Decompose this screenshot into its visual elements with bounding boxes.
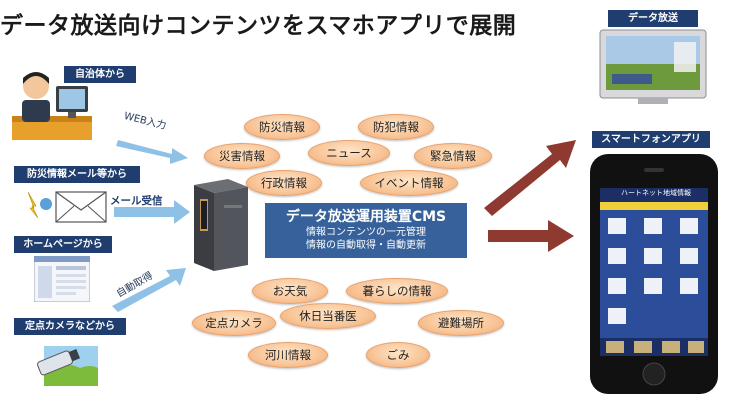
server-device-icon — [194, 179, 248, 271]
topic-oval: 休日当番医 — [280, 303, 376, 329]
cms-line-2: 情報の自動取得・自動更新 — [306, 240, 426, 251]
topic-oval: 暮らしの情報 — [346, 278, 448, 304]
topic-oval: 防犯情報 — [358, 114, 434, 140]
tv-icon — [599, 29, 707, 104]
camera-landscape-icon — [37, 346, 98, 386]
office-worker-icon — [12, 72, 92, 140]
smartphone-icon — [590, 154, 718, 394]
topic-oval: ニュース — [308, 140, 390, 166]
phone-screen-header: ハートネット地域情報 — [621, 189, 691, 197]
output-tag-data-broadcast: データ放送 — [608, 10, 698, 27]
topic-oval: 河川情報 — [248, 342, 328, 368]
mail-receive-label: メール受信 — [110, 195, 163, 207]
source-tag-municipality: 自治体から — [64, 66, 136, 83]
source-tag-homepage: ホームページから — [14, 236, 112, 253]
page-title: データ放送向けコンテンツをスマホアプリで展開 — [0, 13, 517, 39]
topic-oval: 災害情報 — [204, 143, 280, 169]
source-tag-disaster-mail: 防災情報メール等から — [14, 166, 140, 183]
cms-line-1: 情報コンテンツの一元管理 — [306, 227, 426, 238]
topic-oval: お天気 — [252, 278, 328, 304]
topic-oval: 緊急情報 — [414, 143, 492, 169]
cms-panel: データ放送運用装置CMS 情報コンテンツの一元管理 情報の自動取得・自動更新 — [265, 203, 467, 258]
source-tag-fixed-camera: 定点カメラなどから — [14, 318, 126, 335]
topic-oval: ごみ — [366, 342, 430, 368]
topic-oval: イベント情報 — [360, 170, 458, 196]
topic-oval: 避難場所 — [418, 310, 504, 336]
cms-title: データ放送運用装置CMS — [285, 209, 447, 225]
output-tag-smartphone-app: スマートフォンアプリ — [592, 131, 710, 148]
webpage-screenshot-icon — [34, 256, 90, 302]
topic-oval: 定点カメラ — [192, 310, 276, 336]
mail-envelope-icon — [27, 191, 107, 223]
topic-oval: 防災情報 — [244, 114, 320, 140]
topic-oval: 行政情報 — [246, 170, 322, 196]
